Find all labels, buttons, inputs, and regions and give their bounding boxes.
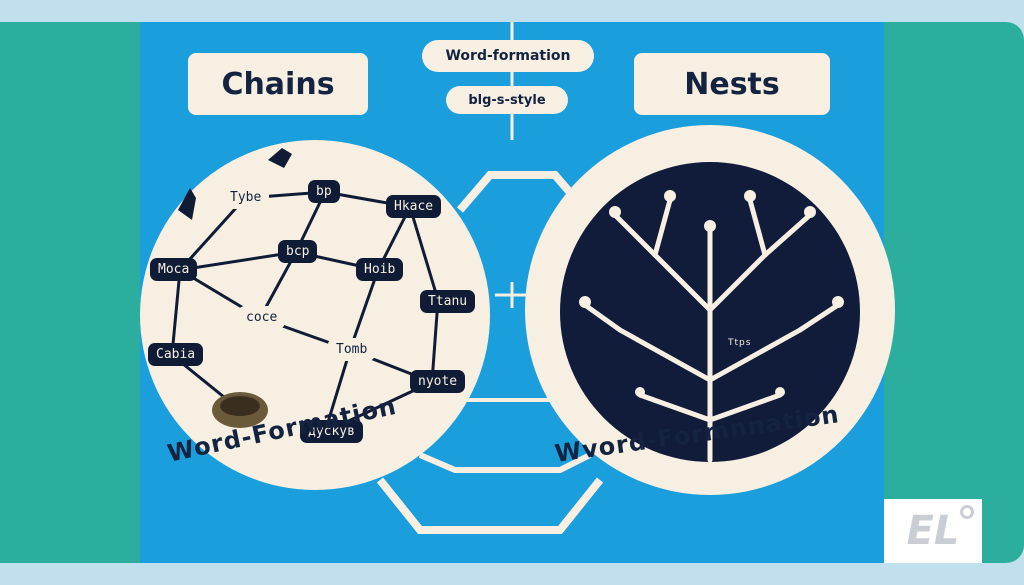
logo-text: EL [906, 508, 960, 554]
chain-word-tag: Moca [150, 258, 198, 281]
bird-icon-2 [268, 148, 292, 168]
left-teal-band [0, 22, 140, 563]
bottom-link-path [418, 452, 592, 473]
lower-link-path [376, 477, 604, 534]
logo-dot-icon [960, 505, 974, 519]
chain-word-tag: bcp [278, 240, 318, 263]
chain-word-tag: дускув [300, 420, 363, 443]
chain-word-tag: Ttanu [420, 290, 476, 313]
right-teal-band [884, 22, 1024, 563]
chain-word-tag: nyote [410, 370, 466, 393]
style-label: blg-s-style [446, 86, 568, 114]
el-logo: EL [884, 499, 982, 563]
chain-word-tag: Cabia [148, 343, 204, 366]
chain-word-tag: Hkace [386, 195, 442, 218]
chains-title: Chains [188, 53, 368, 115]
chain-word-tag: Hoib [356, 258, 404, 281]
tree-word: Ttps [728, 338, 752, 348]
nests-title: Nests [634, 53, 830, 115]
word-formation-label: Word-formation [422, 40, 594, 72]
chain-word-tag: coce [238, 306, 286, 329]
chain-word-tag: Tybe [222, 186, 270, 209]
chain-word-tag: Tomb [328, 338, 376, 361]
chain-word-tag: bp [308, 180, 340, 203]
bird-icon [178, 188, 196, 220]
